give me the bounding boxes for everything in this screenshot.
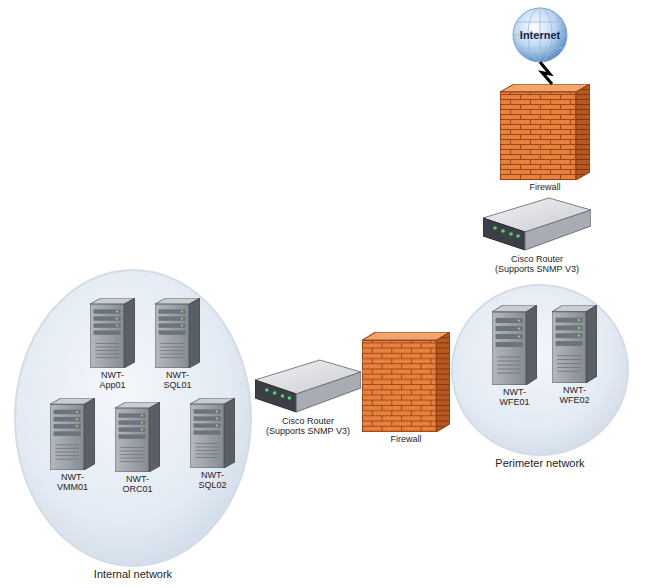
router-icon: [483, 198, 591, 250]
device-label: NWT-WFE02: [555, 385, 595, 406]
device-label: NWT-SQL02: [193, 470, 233, 491]
device-label: Perimeter network: [465, 457, 615, 470]
firewall: Firewall: [362, 332, 450, 432]
device-label: Cisco Router (Supports SNMP V3): [491, 254, 583, 275]
device-label: NWT-SQL01: [158, 370, 198, 391]
firewall-icon: [362, 332, 450, 432]
device-label: NWT-ORC01: [118, 474, 158, 495]
server-box: NWT-WFE01: [492, 305, 537, 385]
firewall-icon: [500, 84, 590, 180]
server-box: NWT-SQL01: [155, 298, 200, 368]
server-box: NWT-SQL02: [190, 398, 235, 468]
device-label: Firewall: [510, 182, 580, 192]
firewall: Firewall: [500, 84, 590, 180]
device-label: NWT-VMM01: [53, 472, 93, 493]
server-box: NWT-WFE02: [552, 305, 597, 383]
server-icon: [50, 398, 95, 470]
device-label: NWT-WFE01: [495, 387, 535, 408]
internal-network-region: [15, 270, 251, 566]
device-label: Cisco Router (Supports SNMP V3): [262, 416, 354, 437]
network-zone: Perimeter networkNWT-WFE01NWT-WFE02: [452, 285, 628, 455]
network-zone: Internal networkNWT-App01NWT-SQL01NWT-VM…: [15, 270, 251, 566]
router: Cisco Router (Supports SNMP V3): [255, 358, 361, 414]
server-icon: [552, 305, 597, 383]
server-icon: [115, 402, 160, 472]
server-icon: [90, 298, 135, 368]
router: Cisco Router (Supports SNMP V3): [483, 196, 591, 252]
device-label: Firewall: [371, 434, 441, 444]
device-label: Internal network: [58, 568, 208, 581]
server-icon: [190, 398, 235, 468]
internet-globe: Internet: [510, 8, 570, 62]
router-icon: [255, 360, 361, 412]
server-box: NWT-ORC01: [115, 402, 160, 472]
perimeter-network-region: [452, 285, 628, 455]
server-icon: [155, 298, 200, 368]
server-icon: [492, 305, 537, 385]
server-box: NWT-VMM01: [50, 398, 95, 470]
server-box: NWT-App01: [90, 298, 135, 368]
lightning-link: [540, 62, 552, 84]
device-label: NWT-App01: [93, 370, 133, 391]
node-label: Internet: [510, 29, 570, 42]
